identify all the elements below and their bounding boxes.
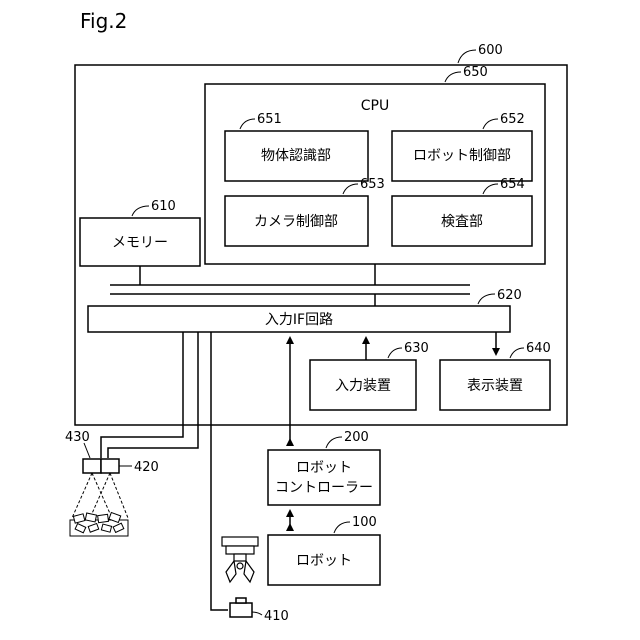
ref-600: 600 — [478, 43, 503, 58]
ref-410: 410 — [264, 609, 289, 624]
memory-label: メモリー — [112, 235, 168, 251]
input-device-label: 入力装置 — [335, 378, 391, 394]
ref-652: 652 — [500, 112, 525, 127]
robot-label: ロボット — [296, 553, 352, 569]
display-device-label: 表示装置 — [467, 378, 523, 394]
ref-420: 420 — [134, 460, 159, 475]
ref-620: 620 — [497, 288, 522, 303]
workpiece-pile-icon — [70, 512, 128, 536]
ref-651: 651 — [257, 112, 282, 127]
camera-430: 430 — [65, 430, 101, 473]
figure-label: Fig.2 — [80, 9, 127, 33]
object-recognition-label: 物体認識部 — [261, 148, 331, 164]
cpu-label: CPU — [361, 98, 389, 114]
ref-610: 610 — [151, 199, 176, 214]
robot-controller-label-2: コントローラー — [275, 480, 373, 496]
camera-fov — [72, 473, 128, 518]
inspection-label: 検査部 — [441, 214, 483, 230]
input-if-label: 入力IF回路 — [265, 312, 333, 328]
robot-100: ロボット 100 — [268, 515, 380, 585]
ref-653: 653 — [360, 177, 385, 192]
ref-430: 430 — [65, 430, 90, 445]
robot-control-label: ロボット制御部 — [413, 148, 511, 164]
ref-100: 100 — [352, 515, 377, 530]
robot-gripper-icon — [222, 537, 258, 582]
robot-controller-label-1: ロボット — [296, 460, 352, 476]
ref-650: 650 — [463, 65, 488, 80]
camera-control-label: カメラ制御部 — [254, 214, 338, 230]
camera-410: 410 — [230, 598, 289, 624]
ref-630: 630 — [404, 341, 429, 356]
camera-420: 420 — [101, 459, 159, 475]
ref-640: 640 — [526, 341, 551, 356]
ref-200: 200 — [344, 430, 369, 445]
robot-controller-200: ロボット コントローラー 200 — [268, 430, 380, 505]
ref-654: 654 — [500, 177, 525, 192]
